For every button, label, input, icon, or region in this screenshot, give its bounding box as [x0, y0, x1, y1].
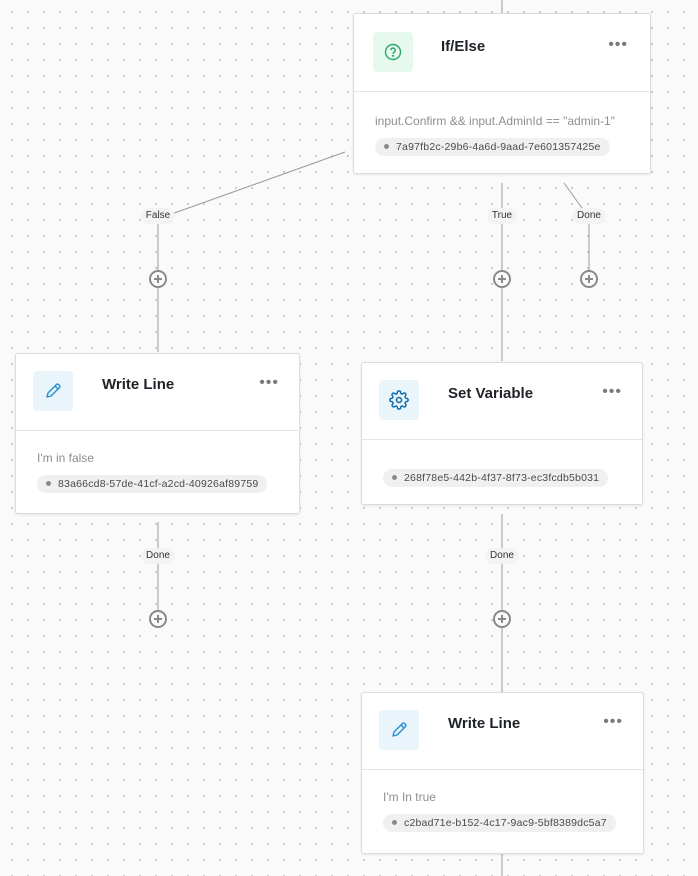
node-id-text: 268f78e5-442b-4f37-8f73-ec3fcdb5b031 — [404, 471, 600, 484]
node-menu-button[interactable]: ••• — [608, 36, 628, 53]
set-variable-node[interactable]: Set Variable ••• 268f78e5-442b-4f37-8f73… — [361, 362, 643, 505]
node-title: Set Variable — [448, 385, 534, 402]
node-id-text: c2bad71e-b152-4c17-9ac9-5bf8389dc5a7 — [404, 816, 607, 829]
node-id-text: 83a66cd8-57de-41cf-a2cd-40926af89759 — [58, 477, 259, 490]
node-menu-button[interactable]: ••• — [603, 713, 623, 730]
node-id-text: 7a97fb2c-29b6-4a6d-9aad-7e601357425e — [396, 140, 601, 153]
edge-label-done: Done — [141, 548, 175, 564]
add-node-button-done[interactable] — [580, 270, 598, 288]
done-connector — [563, 182, 583, 209]
node-title: Write Line — [448, 715, 521, 732]
node-menu-button[interactable]: ••• — [602, 383, 622, 400]
condition-expression: input.Confirm && input.AdminId == "admin… — [375, 114, 615, 128]
false-connector — [165, 151, 346, 217]
edge-label-done: Done — [485, 548, 519, 564]
add-node-button-true[interactable] — [493, 270, 511, 288]
edge-label-done: Done — [572, 208, 606, 224]
node-id-badge: 268f78e5-442b-4f37-8f73-ec3fcdb5b031 — [383, 468, 609, 487]
edge-label-false: False — [140, 208, 176, 224]
if-else-node[interactable]: If/Else ••• input.Confirm && input.Admin… — [353, 13, 651, 174]
node-menu-button[interactable]: ••• — [259, 374, 279, 391]
status-dot — [392, 475, 397, 480]
status-dot — [392, 820, 397, 825]
write-line-text: I'm In true — [383, 790, 436, 804]
gear-icon — [379, 380, 419, 420]
node-body: I'm In true c2bad71e-b152-4c17-9ac9-5bf8… — [362, 770, 643, 850]
pencil-icon — [379, 710, 419, 750]
status-dot — [46, 481, 51, 486]
node-body: input.Confirm && input.AdminId == "admin… — [354, 92, 650, 174]
node-header: Set Variable ••• — [362, 363, 642, 440]
node-title: If/Else — [441, 38, 486, 55]
node-id-badge: 7a97fb2c-29b6-4a6d-9aad-7e601357425e — [375, 137, 610, 156]
write-line-true-node[interactable]: Write Line ••• I'm In true c2bad71e-b152… — [361, 692, 644, 854]
pencil-icon — [33, 371, 73, 411]
edge-label-true: True — [486, 208, 518, 224]
node-id-badge: 83a66cd8-57de-41cf-a2cd-40926af89759 — [37, 474, 268, 493]
node-id-badge: c2bad71e-b152-4c17-9ac9-5bf8389dc5a7 — [383, 813, 616, 832]
node-header: Write Line ••• — [16, 354, 299, 431]
status-dot — [384, 144, 389, 149]
node-body: I'm in false 83a66cd8-57de-41cf-a2cd-409… — [16, 431, 299, 511]
node-title: Write Line — [102, 376, 175, 393]
node-header: Write Line ••• — [362, 693, 643, 770]
add-node-button-after-set-variable[interactable] — [493, 610, 511, 628]
node-header: If/Else ••• — [354, 14, 650, 92]
decision-icon — [373, 32, 413, 72]
write-line-text: I'm in false — [37, 451, 94, 465]
add-node-button-after-write-line[interactable] — [149, 610, 167, 628]
write-line-false-node[interactable]: Write Line ••• I'm in false 83a66cd8-57d… — [15, 353, 300, 514]
node-body: 268f78e5-442b-4f37-8f73-ec3fcdb5b031 — [362, 440, 642, 505]
add-node-button-false[interactable] — [149, 270, 167, 288]
